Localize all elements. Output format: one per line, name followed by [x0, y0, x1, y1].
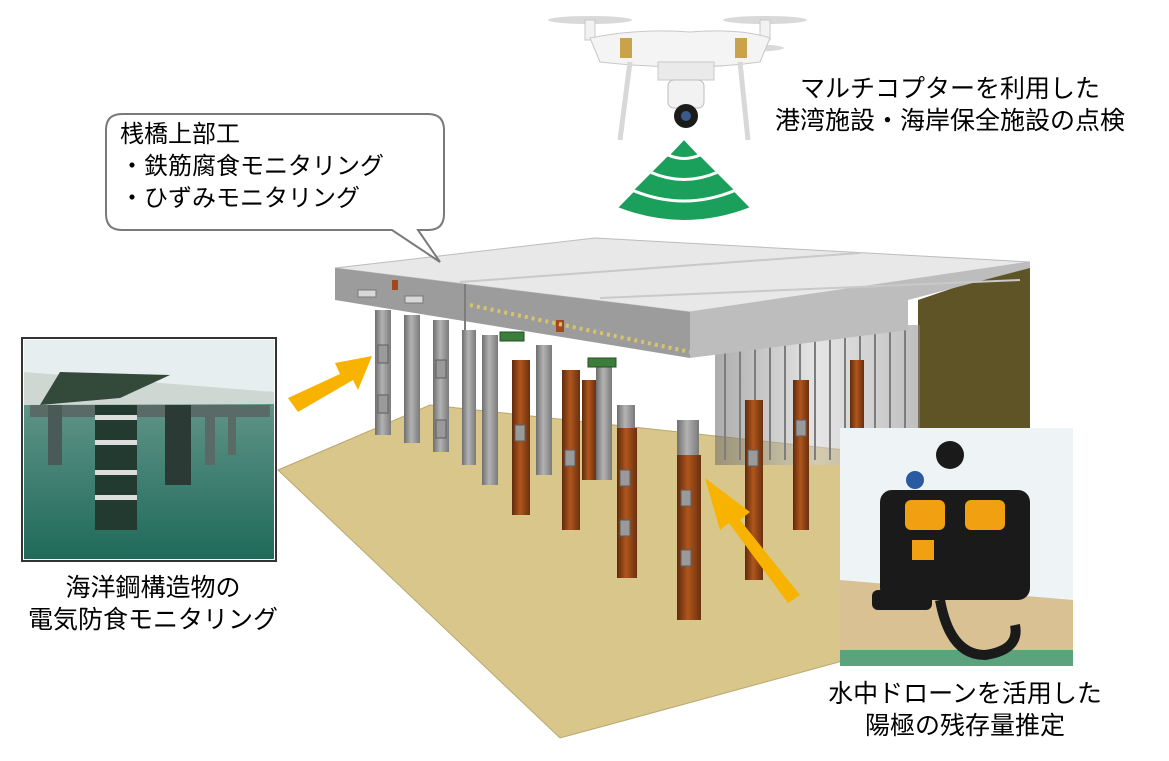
drone-label-line1: マルチコプターを利用した: [745, 73, 1155, 105]
deck-monitoring-callout: 桟橋上部工 ・鉄筋腐食モニタリング ・ひずみモニタリング: [120, 118, 384, 214]
rov-label-line2: 陽極の残存量推定: [800, 710, 1130, 742]
pier-photo: [22, 338, 276, 561]
signal-waves: [616, 138, 752, 222]
rov-label: 水中ドローンを活用した 陽極の残存量推定: [800, 678, 1130, 742]
callout-title: 桟橋上部工: [120, 118, 384, 150]
cathodic-label-line1: 海洋鋼構造物の: [8, 572, 298, 604]
cathodic-protection-label: 海洋鋼構造物の 電気防食モニタリング: [8, 572, 298, 636]
callout-item-strain: ・ひずみモニタリング: [120, 182, 384, 214]
callout-item-rebar: ・鉄筋腐食モニタリング: [120, 150, 384, 182]
left-arrow: [288, 356, 372, 412]
drone-label: マルチコプターを利用した 港湾施設・海岸保全施設の点検: [745, 73, 1155, 137]
drone-label-line2: 港湾施設・海岸保全施設の点検: [745, 105, 1155, 137]
rov-label-line1: 水中ドローンを活用した: [800, 678, 1130, 710]
cathodic-label-line2: 電気防食モニタリング: [8, 604, 298, 636]
rov-photo: [840, 428, 1073, 666]
